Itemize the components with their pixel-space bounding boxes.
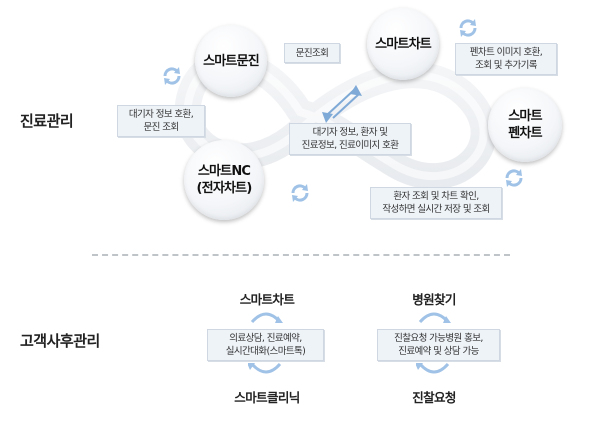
section-label-treatment: 진료관리 (20, 112, 74, 130)
tag-center-line1: 대기자 정보, 환자 및 (312, 127, 388, 138)
bidirectional-arrow-icon (322, 85, 362, 123)
tag-patient-lookup: 환자 조회 및 차트 확인, 작성하면 실시간 저장 및 조회 (370, 187, 502, 219)
tag-promo-line2: 진료예약 및 상담 가능 (398, 346, 479, 357)
tag-pen-line2: 조회 및 추가기록 (475, 60, 537, 71)
node-smart-munjin-label: 스마트문진 (203, 53, 260, 69)
label-request-exam: 진찰요청 (412, 390, 456, 405)
node-smart-munjin: 스마트문진 (195, 25, 267, 97)
sync-icon (459, 19, 477, 37)
tag-consult-line2: 실시간대화(스마트톡) (225, 346, 306, 357)
tag-pen-line1: 펜차트 이미지 호환, (469, 47, 543, 58)
node-pen-line2: 펜차트 (508, 126, 542, 141)
sync-icon (163, 67, 181, 85)
tag-promo-line1: 진찰요청 가능병원 홍보, (394, 333, 483, 344)
curved-arrow-icon (248, 362, 282, 374)
tag-wait-info: 대기자 정보 호환, 문진 조회 (117, 105, 205, 137)
curved-arrow-icon (416, 362, 450, 374)
tag-patient-line2: 작성하면 실시간 저장 및 조회 (382, 204, 490, 215)
node-smart-chart: 스마트차트 (367, 8, 439, 80)
label-smart-clinic: 스마트클리닉 (234, 390, 300, 405)
tag-consult-line1: 의료상담, 진료예약, (229, 333, 302, 344)
sync-icon (505, 169, 523, 187)
label-smart-chart-bottom: 스마트차트 (239, 292, 295, 307)
curved-arrow-icon (418, 312, 451, 324)
node-nc-line2: (전자차트) (196, 181, 253, 196)
tag-wait-info-line1: 대기자 정보 호환, (128, 109, 194, 120)
tag-patient-line1: 환자 조회 및 차트 확인, (393, 191, 479, 202)
curved-arrow-icon (250, 312, 283, 324)
node-smart-nc: 스마트NC (전자차트) (184, 140, 264, 220)
tag-munjin-lookup: 문진조회 (284, 43, 340, 63)
node-smart-pen-chart: 스마트 펜차트 (488, 88, 562, 162)
label-find-hospital: 병원찾기 (412, 292, 456, 307)
tag-munjin-lookup-text: 문진조회 (295, 47, 329, 59)
section-divider (92, 254, 510, 256)
tag-center-exchange: 대기자 정보, 환자 및 진료정보, 진료이미지 호환 (289, 123, 411, 155)
section-label-aftercare: 고객사후관리 (20, 332, 100, 350)
sync-icon (291, 184, 309, 202)
tag-medical-consult: 의료상담, 진료예약, 실시간대화(스마트톡) (207, 329, 324, 361)
tag-hospital-promo: 진찰요청 가능병원 홍보, 진료예약 및 상담 가능 (377, 329, 500, 361)
tag-pen-image: 펜차트 이미지 호환, 조회 및 추가기록 (455, 43, 557, 75)
node-smart-chart-label: 스마트차트 (375, 36, 432, 52)
node-pen-line1: 스마트 (508, 109, 542, 124)
tag-center-line2: 진료정보, 진료이미지 호환 (301, 140, 399, 151)
node-nc-line1: 스마트NC (197, 164, 251, 179)
tag-wait-info-line2: 문진 조회 (143, 122, 180, 133)
